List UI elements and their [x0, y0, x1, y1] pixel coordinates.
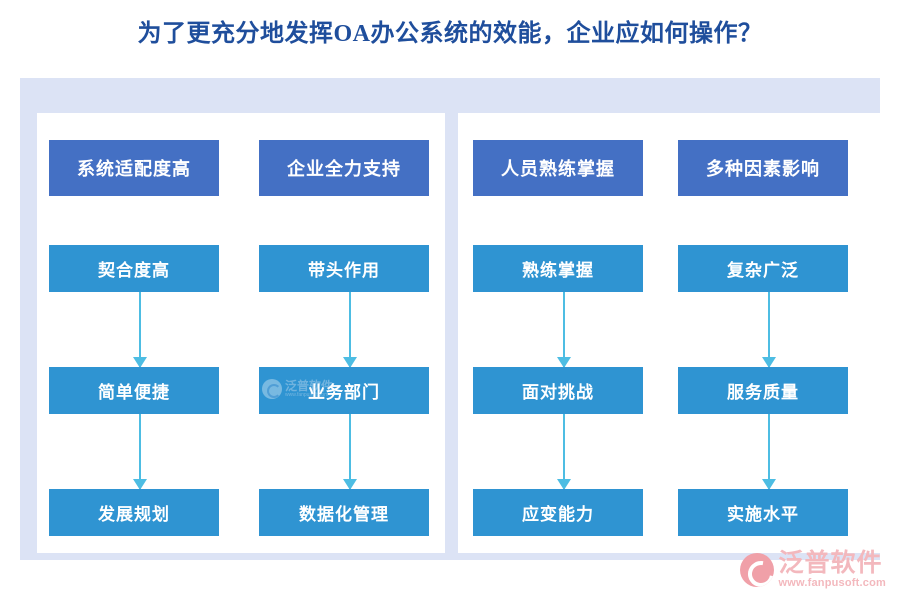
- arrow-head-icon: [762, 479, 776, 490]
- brand-logo: 泛普软件 www.fanpusoft.com: [739, 550, 887, 590]
- arrow-stem: [768, 292, 770, 367]
- flow-arrow-0-1: [133, 414, 147, 490]
- arrow-stem: [768, 414, 770, 489]
- flow-step-box-1-0[interactable]: 带头作用: [259, 245, 429, 292]
- flow-head-box-0[interactable]: 系统适配度高: [49, 140, 219, 196]
- flow-step-box-3-1[interactable]: 服务质量: [678, 367, 848, 414]
- fanpu-logo-icon: [739, 553, 774, 587]
- flow-step-box-2-2[interactable]: 应变能力: [473, 489, 643, 536]
- arrow-stem: [139, 292, 141, 367]
- brand-name: 泛普软件: [778, 550, 883, 577]
- arrow-head-icon: [133, 479, 147, 490]
- flow-step-box-2-1[interactable]: 面对挑战: [473, 367, 643, 414]
- brand-url: www.fanpusoft.com: [778, 577, 886, 589]
- flow-arrow-2-1: [557, 414, 571, 490]
- arrow-head-icon: [557, 357, 571, 368]
- flow-arrow-3-1: [762, 414, 776, 490]
- arrow-stem: [349, 414, 351, 489]
- flow-step-box-3-0[interactable]: 复杂广泛: [678, 245, 848, 292]
- arrow-head-icon: [133, 357, 147, 368]
- arrow-head-icon: [343, 479, 357, 490]
- flow-step-box-3-2[interactable]: 实施水平: [678, 489, 848, 536]
- arrow-head-icon: [343, 357, 357, 368]
- flow-arrow-3-0: [762, 292, 776, 368]
- arrow-head-icon: [762, 357, 776, 368]
- arrow-stem: [563, 292, 565, 367]
- flow-arrow-2-0: [557, 292, 571, 368]
- flow-arrow-1-0: [343, 292, 357, 368]
- flow-step-box-0-1[interactable]: 简单便捷: [49, 367, 219, 414]
- flow-step-box-1-1[interactable]: 业务部门: [259, 367, 429, 414]
- page-title: 为了更充分地发挥OA办公系统的效能，企业应如何操作？: [137, 21, 763, 47]
- arrow-stem: [349, 292, 351, 367]
- flow-step-box-0-2[interactable]: 发展规划: [49, 489, 219, 536]
- arrow-stem: [139, 414, 141, 489]
- flow-step-box-0-0[interactable]: 契合度高: [49, 245, 219, 292]
- flow-step-box-2-0[interactable]: 熟练掌握: [473, 245, 643, 292]
- flow-step-box-1-2[interactable]: 数据化管理: [259, 489, 429, 536]
- flow-head-box-2[interactable]: 人员熟练掌握: [473, 140, 643, 196]
- flow-head-box-1[interactable]: 企业全力支持: [259, 140, 429, 196]
- flow-arrow-1-1: [343, 414, 357, 490]
- arrow-stem: [563, 414, 565, 489]
- arrow-head-icon: [557, 479, 571, 490]
- flow-head-box-3[interactable]: 多种因素影响: [678, 140, 848, 196]
- flow-arrow-0-0: [133, 292, 147, 368]
